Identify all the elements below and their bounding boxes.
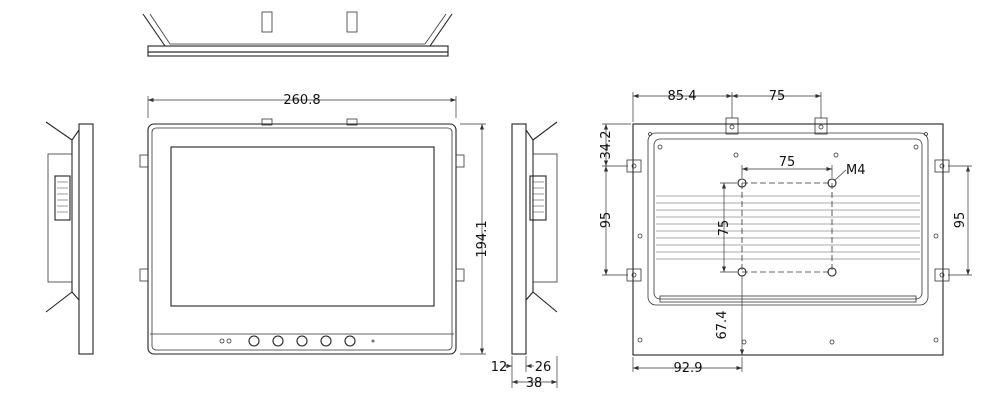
heatsink-fins xyxy=(656,195,920,260)
left-side-view xyxy=(45,121,94,355)
side-depth-total-label: 38 xyxy=(526,376,543,391)
rear-inner-h-label: 75 xyxy=(779,155,796,170)
rear-offset-top-label: 34.2 xyxy=(599,131,614,160)
vent-lines-right xyxy=(532,181,544,213)
vent-lines-left xyxy=(57,181,68,213)
rear-view xyxy=(602,92,972,372)
front-buttons xyxy=(219,335,375,347)
front-height-label: 194.1 xyxy=(475,220,490,257)
rear-height-right-label: 95 xyxy=(953,212,968,229)
rear-offset-bottom-left-label: 92.9 xyxy=(674,361,703,376)
front-width-label: 260.8 xyxy=(283,93,320,108)
mount-tabs xyxy=(626,117,950,282)
side-depth-a-label: 12 xyxy=(491,360,508,375)
rear-inner-v-label: 75 xyxy=(717,220,732,237)
top-view xyxy=(142,11,453,57)
right-side-view xyxy=(504,121,558,388)
rear-screw-label: M4 xyxy=(846,163,866,178)
side-depth-b-label: 26 xyxy=(535,360,552,375)
front-view xyxy=(139,96,486,355)
rear-offset-left-label: 85.4 xyxy=(668,89,697,104)
rear-vesa-top-label: 75 xyxy=(769,89,786,104)
rear-height-left-label: 95 xyxy=(599,212,614,229)
rear-offset-bottom-label: 67.4 xyxy=(715,311,730,340)
